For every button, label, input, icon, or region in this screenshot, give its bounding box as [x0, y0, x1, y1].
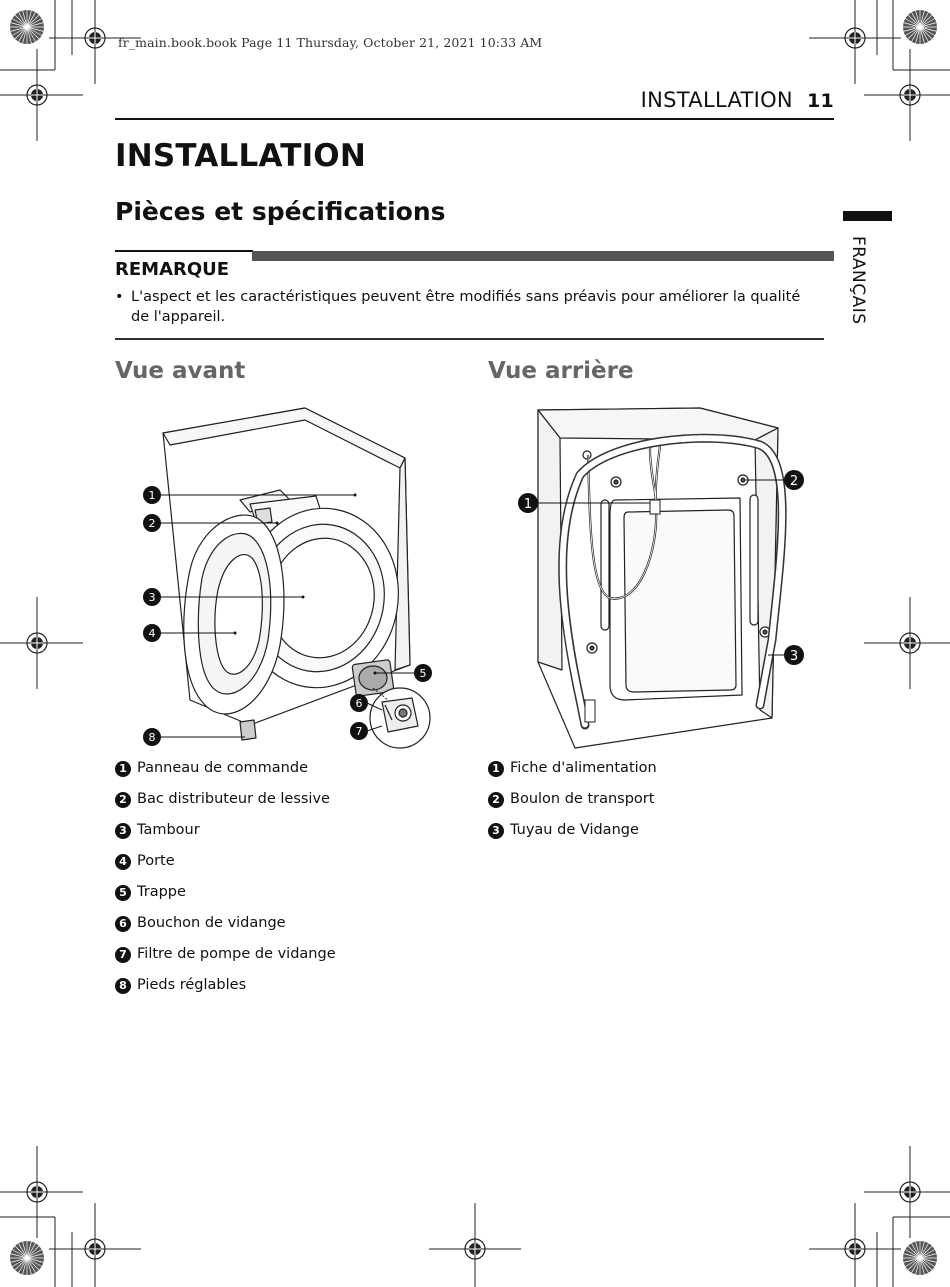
- item-number: 2: [115, 791, 131, 808]
- item-label: Tuyau de Vidange: [510, 822, 639, 838]
- item-number: 3: [488, 822, 504, 839]
- svg-text:5: 5: [420, 667, 427, 680]
- registration-target-icon: [864, 597, 950, 689]
- legend-item: 2 Boulon de transport: [488, 784, 657, 815]
- bullet: •: [115, 289, 124, 305]
- svg-text:1: 1: [524, 497, 532, 512]
- item-label: Fiche d'alimentation: [510, 760, 657, 776]
- svg-text:3: 3: [149, 591, 156, 604]
- registration-target-icon: [0, 49, 83, 141]
- rear-view-illustration: 1 2 3: [518, 407, 804, 749]
- note-title: REMARQUE: [115, 259, 230, 280]
- front-callout: 5: [414, 664, 432, 682]
- item-number: 8: [115, 977, 131, 994]
- front-callout: 7: [350, 722, 368, 740]
- item-number: 1: [115, 760, 131, 777]
- front-view-illustration: 1 2 3 4 5 6 7 8: [143, 407, 432, 749]
- page-title: INSTALLATION: [115, 138, 367, 174]
- svg-text:2: 2: [790, 474, 798, 489]
- item-label: Bouchon de vidange: [137, 915, 286, 931]
- item-label: Pieds réglables: [137, 977, 247, 993]
- language-tab: FRANÇAIS: [848, 236, 868, 325]
- front-callout: 3: [143, 588, 161, 606]
- svg-text:8: 8: [149, 731, 156, 744]
- rear-view-legend: 1 Fiche d'alimentation 2 Boulon de transpo…: [488, 753, 657, 846]
- item-number: 2: [488, 791, 504, 808]
- front-callout: 6: [350, 694, 368, 712]
- rear-view-title: Vue arrière: [488, 358, 634, 384]
- legend-item: 6 Bouchon de vidange: [115, 908, 336, 939]
- item-number: 1: [488, 760, 504, 777]
- front-callout: 2: [143, 514, 161, 532]
- registration-target-icon: [809, 0, 901, 84]
- item-number: 6: [115, 915, 131, 932]
- running-head-title: INSTALLATION: [640, 88, 793, 112]
- legend-item: 1 Panneau de commande: [115, 753, 336, 784]
- note-rule-thin: [115, 250, 253, 252]
- running-head: INSTALLATION 11: [641, 88, 834, 112]
- language-tab-bar: [843, 211, 892, 221]
- note-bottom-rule: [115, 338, 824, 340]
- legend-item: 5 Trappe: [115, 877, 336, 908]
- item-label: Boulon de transport: [510, 791, 655, 807]
- registration-target-icon: [49, 1203, 141, 1287]
- legend-item: 8 Pieds réglables: [115, 970, 336, 1001]
- legend-item: 2 Bac distributeur de lessive: [115, 784, 336, 815]
- note-text: • L'aspect et les caractéristiques peuve…: [115, 288, 815, 327]
- svg-text:7: 7: [356, 725, 363, 738]
- svg-text:4: 4: [149, 627, 156, 640]
- rear-callout: 3: [784, 645, 804, 665]
- front-callout: 1: [143, 486, 161, 504]
- front-callout: 8: [143, 728, 161, 746]
- registration-target-icon: [0, 1146, 83, 1238]
- svg-text:3: 3: [790, 649, 798, 664]
- item-number: 3: [115, 822, 131, 839]
- front-callout: 4: [143, 624, 161, 642]
- registration-target-icon: [864, 49, 950, 141]
- note-body: L'aspect et les caractéristiques peuvent…: [131, 289, 801, 325]
- registration-target-icon: [809, 1203, 901, 1287]
- registration-target-icon: [864, 1146, 950, 1238]
- legend-item: 1 Fiche d'alimentation: [488, 753, 657, 784]
- svg-text:2: 2: [149, 517, 156, 530]
- registration-target-icon: [49, 0, 141, 84]
- item-number: 5: [115, 884, 131, 901]
- legend-item: 7 Filtre de pompe de vidange: [115, 939, 336, 970]
- svg-text:1: 1: [149, 489, 156, 502]
- item-label: Porte: [137, 853, 175, 869]
- page-number: 11: [806, 90, 834, 112]
- item-label: Filtre de pompe de vidange: [137, 946, 336, 962]
- item-label: Bac distributeur de lessive: [137, 791, 330, 807]
- svg-text:6: 6: [356, 697, 363, 710]
- note-rule-thick: [252, 251, 834, 261]
- legend-item: 4 Porte: [115, 846, 336, 877]
- header-rule: [115, 118, 834, 120]
- section-title: Pièces et spécifications: [115, 197, 446, 226]
- front-view-legend: 1 Panneau de commande 2 Bac distributeur d…: [115, 753, 336, 1001]
- front-view-title: Vue avant: [115, 358, 246, 384]
- registration-target-icon: [429, 1203, 521, 1287]
- item-number: 4: [115, 853, 131, 870]
- registration-target-icon: [0, 597, 83, 689]
- rear-callout: 1: [518, 493, 538, 513]
- item-label: Panneau de commande: [137, 760, 308, 776]
- legend-item: 3 Tuyau de Vidange: [488, 815, 657, 846]
- item-label: Tambour: [137, 822, 200, 838]
- rear-callout: 2: [784, 470, 804, 490]
- item-label: Trappe: [137, 884, 186, 900]
- item-number: 7: [115, 946, 131, 963]
- legend-item: 3 Tambour: [115, 815, 336, 846]
- print-header: fr_main.book.book Page 11 Thursday, Octo…: [118, 35, 543, 50]
